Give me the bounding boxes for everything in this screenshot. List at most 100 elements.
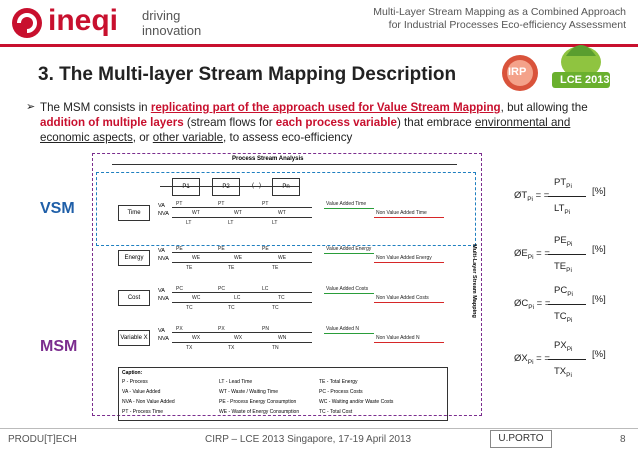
formula-lhs: ØXPi = = [514,353,550,366]
formula-lhs: ØCPi = = [514,298,551,311]
layer-waste-value: WX [192,335,201,341]
layer-process-value: PT [176,201,183,207]
layer-waste-value: WE [278,255,287,261]
caption-entry: LT - Lead Time [219,379,253,385]
layer-waste-value: WE [192,255,201,261]
layer-flow-line [172,217,312,218]
layer-value-added-label: Value Added Energy [326,246,372,252]
layer-waste-value: WT [192,210,200,216]
msm-region [92,153,482,416]
caption-entry: TC - Total Cost [319,409,353,415]
layer-total-value: TX [186,345,193,351]
formula-numerator: PTPi [554,177,572,190]
layer-flow-line [172,302,312,303]
layer-total-value: TN [272,345,279,351]
layer-total-value: LT [272,220,278,226]
formula-unit-text: [%] [592,349,606,360]
formula-numerator: PXPi [554,340,572,353]
value-added-line [324,253,374,254]
formula-numerator-text: PC [554,285,568,296]
layer-process-value: PT [218,201,225,207]
layer-non-value-added-label: Non Value Added Costs [376,295,429,301]
layer-nva: NVA [158,296,169,302]
formula-fraction-line [548,196,586,197]
bullet-part: , to assess eco-efficiency [223,131,353,144]
formula-numerator: PCPi [554,285,573,298]
formula-unit: [%] [592,244,606,255]
layer-flow-line [172,332,312,333]
formula-unit-text: [%] [592,244,606,255]
formula-lhs-sub: Pi [527,195,533,203]
layer-name-box: Variable X [118,330,150,346]
layer-va: VA [158,288,165,294]
layer-process-value: PC [176,286,183,292]
formula-numerator-sub: Pi [566,240,573,248]
bullet-highlight: each process variable [275,116,397,129]
formula-numerator: PEPi [554,235,572,248]
layer-name-box: Cost [118,290,150,306]
layer-va: VA [158,328,165,334]
layer-value-added-label: Value Added Time [326,201,367,207]
formula-denominator-text: TX [554,366,567,377]
formula-denominator: TXPi [554,366,572,379]
header-title: Multi-Layer Stream Mapping as a Combined… [306,6,626,32]
layer-total-value: TX [228,345,235,351]
non-value-added-line [374,342,444,343]
footer-divider [0,428,638,429]
layer-waste-value: WC [192,295,201,301]
caption-entry: VA - Value Added [122,389,161,395]
layer-name-box: Energy [118,250,150,266]
caption-title: Caption: [122,370,143,376]
caption-entry: TE - Total Energy [319,379,358,385]
layer-nva: NVA [158,256,169,262]
bullet-underline: environmental and economic aspects [40,116,571,144]
bullet-arrow-icon: ➢ [26,101,36,113]
layer-value-added-label: Value Added N [326,326,359,332]
uporto-logo: U.PORTO [490,430,552,448]
layer-nva: NVA [158,211,169,217]
layer-waste-value: TC [278,295,285,301]
vsm-label: VSM [40,200,75,217]
formula-denominator-sub: Pi [566,316,573,324]
layer-total-value: TE [272,265,279,271]
layer-process-value: PE [176,246,183,252]
formula-denominator-sub: Pi [564,208,571,216]
layer-flow-line [172,342,312,343]
bullet-part: , or [132,131,153,144]
formula-numerator-text: PX [554,340,567,351]
logo-tagline-1: driving [142,8,181,23]
msm-vertical-label: Multi-Layer Stream Mapping [471,244,477,318]
ineqi-logo: ineqi driving innovation [10,4,260,40]
irp-label: IRP [508,66,527,78]
formula-lhs-text: ØX [514,353,528,364]
formula-lhs-sub: Pi [527,358,534,366]
bullet-underline: other variable [152,131,224,144]
page-number: 8 [620,434,626,445]
value-added-line [324,208,374,209]
formula-unit-text: [%] [592,294,606,305]
psa-line [112,164,457,165]
caption-entry: WE - Waste of Energy Consumption [219,409,300,415]
formula-fraction-line [548,254,586,255]
header-title-line1: Multi-Layer Stream Mapping as a Combined… [373,6,626,18]
layer-non-value-added-label: Non Value Added Energy [376,255,432,261]
formula-numerator-text: PT [554,177,567,188]
caption-entry: WC - Waiting and/or Waste Costs [319,399,394,405]
process-flow-line [160,186,300,187]
slide-title: 3. The Multi-layer Stream Mapping Descri… [38,64,457,85]
layer-process-value: PT [262,201,269,207]
layer-value-added-label: Value Added Costs [326,286,369,292]
layer-non-value-added-label: Non Value Added N [376,335,420,341]
caption-entry: P - Process [122,379,148,385]
layer-process-value: LC [262,286,269,292]
layer-total-value: LT [186,220,192,226]
layer-total-value: TE [228,265,235,271]
process-box: P1 [172,178,200,196]
formula-lhs: ØTPi = = [514,190,550,203]
layer-process-value: PE [262,246,269,252]
bullet-part: ) that embrace [396,116,475,129]
layer-process-value: PN [262,326,269,332]
process-box: P2 [212,178,240,196]
layer-waste-value: LC [234,295,241,301]
layer-name-box: Time [118,205,150,221]
